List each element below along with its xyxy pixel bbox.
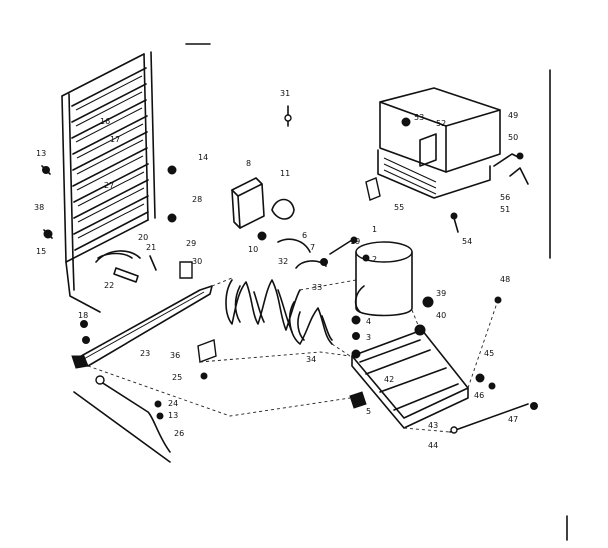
callout-48: 48 <box>500 275 510 284</box>
hardware-45-46-47 <box>449 373 538 434</box>
fan-bracket-50-56 <box>493 152 529 185</box>
condenser-coil-34 <box>225 279 333 345</box>
callout-47: 47 <box>508 415 518 424</box>
callout-20: 20 <box>138 233 148 242</box>
callout-19: 19 <box>350 237 360 246</box>
callout-45: 45 <box>484 349 494 358</box>
drain-trough-23 <box>71 285 213 369</box>
callout-6: 6 <box>302 231 307 240</box>
callout-31: 31 <box>280 89 290 98</box>
callout-27: 27 <box>104 181 114 190</box>
callout-44: 44 <box>428 441 438 450</box>
callout-56: 56 <box>500 193 510 202</box>
clip-29 <box>179 261 193 279</box>
callout-18: 18 <box>78 311 88 320</box>
evaporator-coil <box>61 51 156 313</box>
callout-52: 52 <box>436 119 446 128</box>
callout-38: 38 <box>34 203 44 212</box>
callout-32: 32 <box>278 257 288 266</box>
compressor-2 <box>354 241 413 317</box>
callout-40: 40 <box>436 311 446 320</box>
bracket-55 <box>365 177 381 201</box>
fan-assembly-49 <box>377 87 501 199</box>
wire-harness-26 <box>73 375 171 463</box>
callout-2: 2 <box>372 255 377 264</box>
bracket-36 <box>197 339 217 380</box>
screw-54 <box>450 212 459 233</box>
callout-53: 53 <box>414 113 424 122</box>
grommet-14 <box>167 165 177 175</box>
grommet-51 <box>167 213 177 223</box>
callout-42: 42 <box>384 375 394 384</box>
line-set-6-7 <box>277 236 358 269</box>
callout-55: 55 <box>394 203 404 212</box>
drain-tube-20 <box>95 250 157 271</box>
callout-25: 25 <box>172 373 182 382</box>
grommets-3-4 <box>351 315 361 359</box>
callout-7: 7 <box>310 243 315 252</box>
callout-10: 10 <box>248 245 258 254</box>
callout-30: 30 <box>192 257 202 266</box>
callout-labels: 13 16 38 15 20 21 22 29 30 31 8 11 10 6 … <box>34 89 518 450</box>
control-box-8 <box>231 177 267 241</box>
callout-51: 51 <box>500 205 510 214</box>
callout-54: 54 <box>462 237 472 246</box>
callout-1: 1 <box>372 225 377 234</box>
coil-screw-38 <box>43 229 53 239</box>
callout-26: 26 <box>174 429 184 438</box>
fitting-39-40 <box>414 296 434 336</box>
clamp-11 <box>271 198 295 220</box>
callout-28: 28 <box>192 195 202 204</box>
callout-3: 3 <box>366 333 371 342</box>
callout-43: 43 <box>428 421 438 430</box>
callout-14: 14 <box>198 153 208 162</box>
callout-5: 5 <box>366 407 371 416</box>
callout-4: 4 <box>366 317 371 326</box>
screws-18 <box>80 320 90 344</box>
callout-36: 36 <box>170 351 180 360</box>
callout-13: 13 <box>36 149 46 158</box>
callout-46: 46 <box>474 391 484 400</box>
callout-39: 39 <box>436 289 446 298</box>
callout-22: 22 <box>104 281 114 290</box>
callout-15: 15 <box>36 247 46 256</box>
callout-29: 29 <box>186 239 196 248</box>
screw-31 <box>284 105 292 127</box>
coil-screw-13 <box>41 165 51 175</box>
callout-24: 24 <box>168 399 178 408</box>
callout-11: 11 <box>280 169 290 178</box>
callout-34: 34 <box>306 355 316 364</box>
callout-23: 23 <box>140 349 150 358</box>
dashed-leader-lines <box>87 277 499 433</box>
callout-17: 17 <box>110 135 120 144</box>
callout-13-lower: 13 <box>168 411 178 420</box>
callout-33: 33 <box>312 283 322 292</box>
callout-21: 21 <box>146 243 156 252</box>
heater-22 <box>113 267 139 283</box>
callout-50: 50 <box>508 133 518 142</box>
callout-8: 8 <box>246 159 251 168</box>
callout-49: 49 <box>508 111 518 120</box>
callout-16: 16 <box>100 117 110 126</box>
